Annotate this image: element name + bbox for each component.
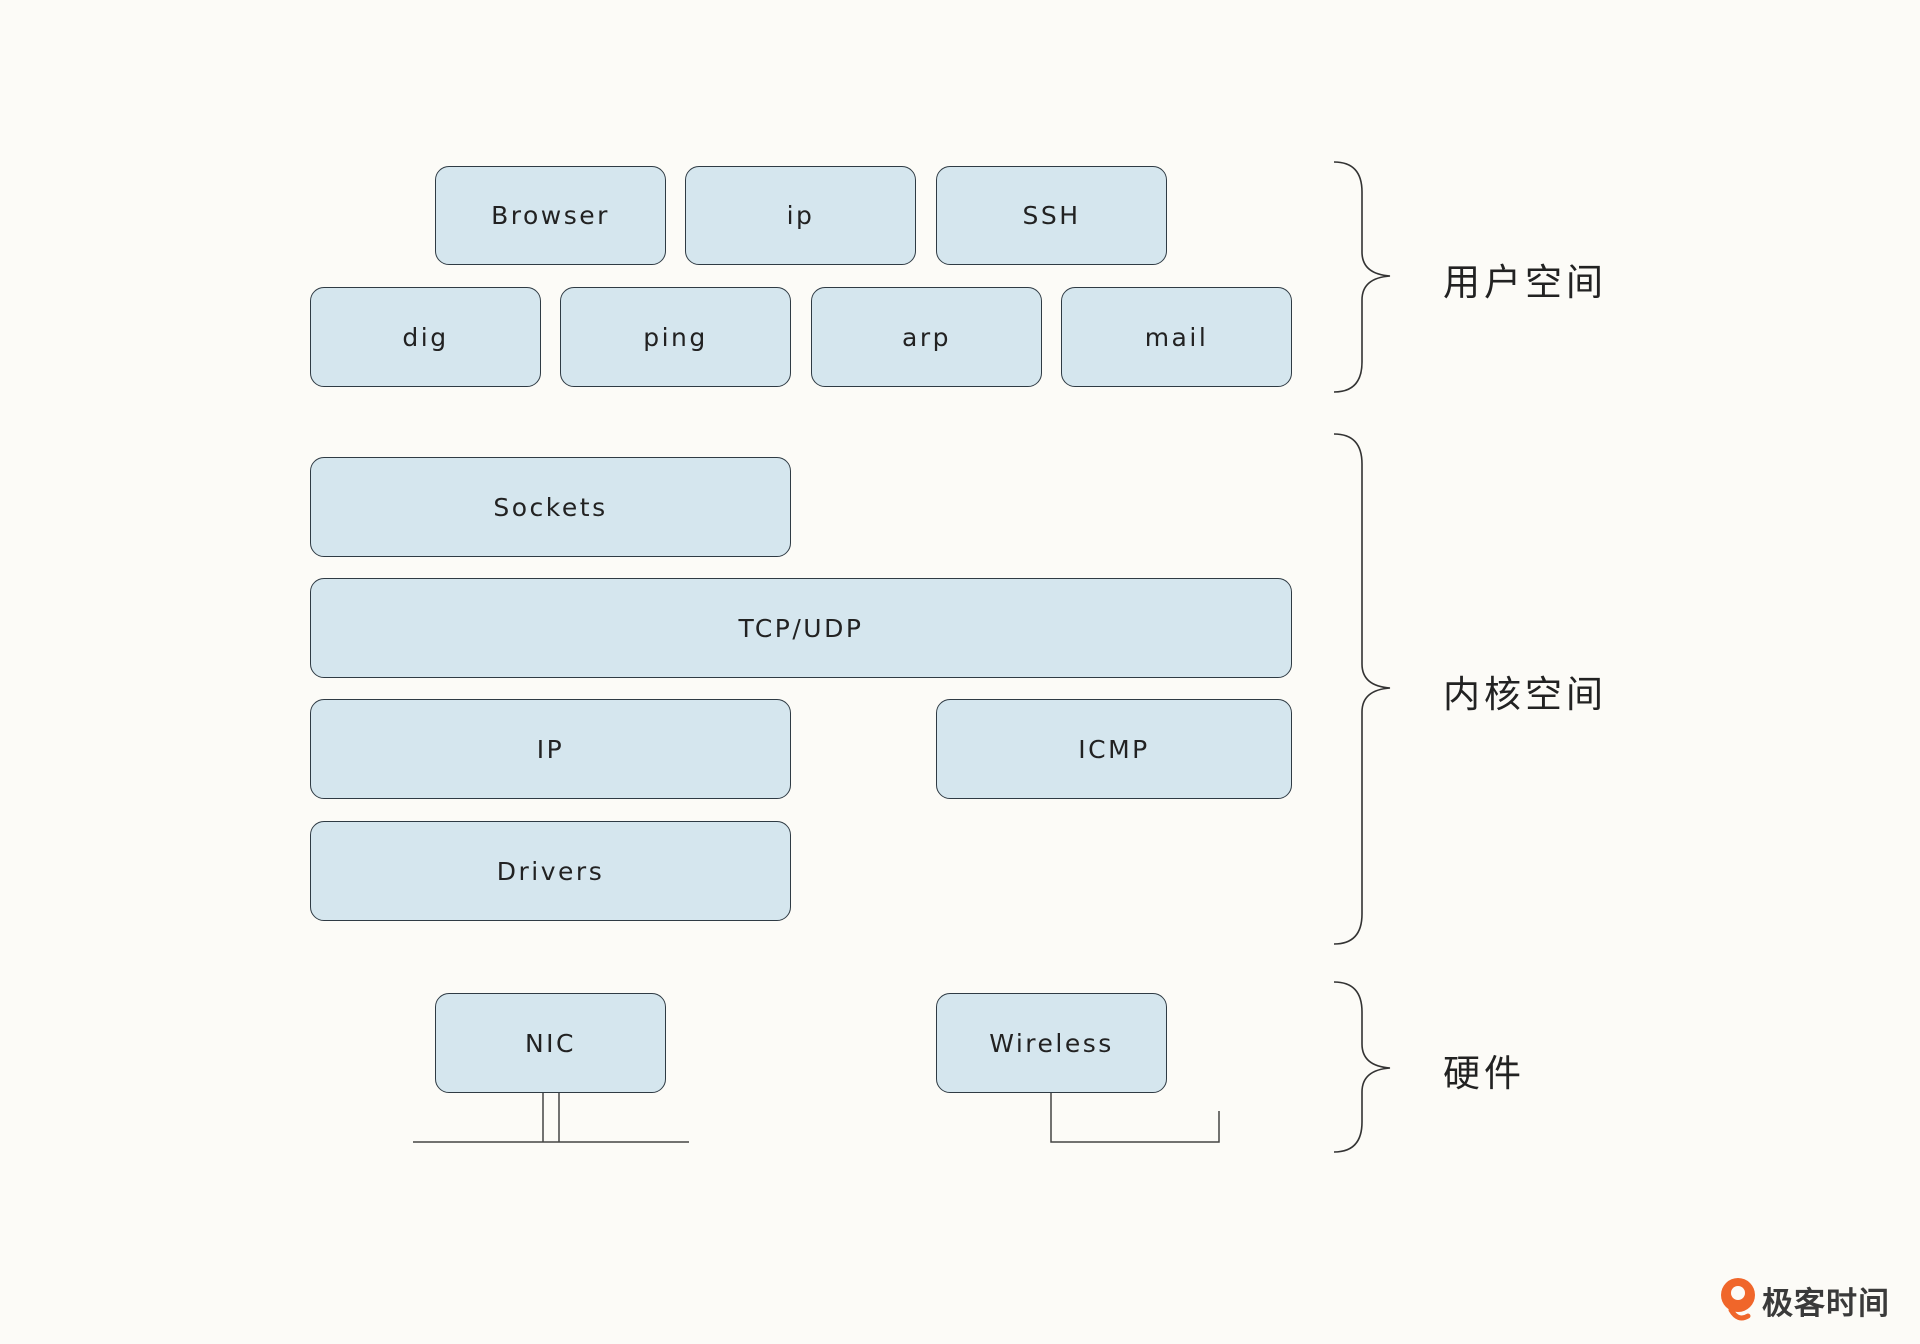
box-dig: dig	[310, 287, 541, 387]
box-mail: mail	[1061, 287, 1292, 387]
label-kernel-space: 内核空间	[1443, 673, 1607, 716]
box-nic: NIC	[435, 993, 666, 1093]
box-tcp-udp: TCP/UDP	[310, 578, 1292, 678]
brace-kernel-space	[1333, 433, 1391, 945]
box-ssh: SSH	[936, 166, 1167, 265]
box-ping: ping	[560, 287, 791, 387]
brand-name: 极客时间	[1762, 1285, 1890, 1322]
box-wireless: Wireless	[936, 993, 1167, 1093]
box-browser: Browser	[435, 166, 666, 265]
brand-logo: 极客时间	[1718, 1276, 1890, 1324]
box-ip: ip	[685, 166, 916, 265]
box-icmp: ICMP	[936, 699, 1292, 799]
box-arp: arp	[811, 287, 1042, 387]
label-user-space: 用户空间	[1443, 261, 1607, 304]
box-sockets: Sockets	[310, 457, 791, 557]
label-hardware: 硬件	[1443, 1052, 1525, 1095]
geektime-logo-icon	[1721, 1278, 1755, 1321]
box-ip-layer: IP	[310, 699, 791, 799]
brace-user-space	[1333, 161, 1391, 393]
box-drivers: Drivers	[310, 821, 791, 921]
brace-hardware	[1333, 981, 1391, 1153]
